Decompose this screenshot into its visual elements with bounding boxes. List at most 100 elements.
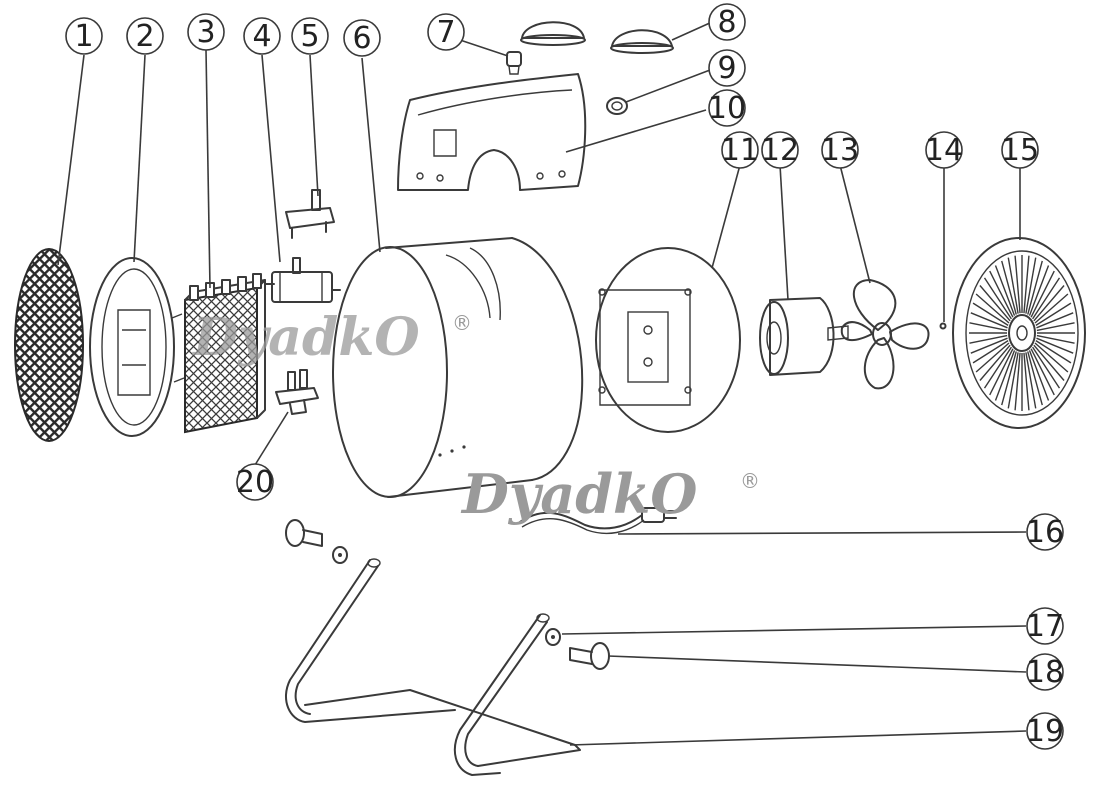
callout-13: 13	[821, 131, 859, 169]
watermark-lower: DyadkO ®	[460, 462, 760, 526]
part-16-power-cord	[519, 507, 677, 535]
guard-spoke	[1014, 255, 1021, 314]
callout-number: 12	[761, 133, 799, 168]
callout-circle	[708, 49, 746, 87]
callout-number: 11	[721, 133, 759, 168]
guard-spoke	[970, 337, 1008, 354]
part-3-heating-element	[184, 273, 266, 434]
callout-9: 9	[708, 49, 746, 87]
callout-16: 16	[1026, 513, 1064, 551]
guard-spoke	[1033, 344, 1065, 381]
guard-spoke	[1032, 277, 1061, 320]
callout-circle	[343, 19, 381, 57]
guard-spoke	[1028, 265, 1050, 316]
callout-number: 9	[717, 51, 736, 86]
callout-circle	[1001, 131, 1039, 169]
callout-circle	[1026, 653, 1064, 691]
part-13-fan-blade	[840, 279, 930, 390]
watermark-text: DyadkO	[460, 462, 697, 526]
guard-spoke	[1025, 257, 1037, 314]
callout-1: 1	[65, 17, 103, 55]
guard-spoke	[994, 350, 1016, 401]
callout-7: 7	[427, 13, 465, 51]
callout-number: 13	[821, 133, 859, 168]
callout-8: 8	[708, 3, 746, 41]
guard-spoke	[975, 342, 1010, 373]
guard-spoke	[1033, 285, 1065, 322]
callout-circle	[925, 131, 963, 169]
callout-circle	[761, 131, 799, 169]
callout-number: 1	[74, 19, 93, 54]
callout-circle	[236, 463, 274, 501]
guard-spoke	[1023, 352, 1030, 411]
callout-circle	[291, 17, 329, 55]
callout-circle	[1026, 513, 1064, 551]
callout-circle	[1026, 607, 1064, 645]
guard-spoke	[975, 293, 1010, 324]
part-14-clip	[939, 322, 947, 330]
callout-number: 3	[196, 15, 215, 50]
callout-number: 20	[236, 465, 274, 500]
guard-spoke	[1030, 270, 1055, 318]
callout-10: 10	[708, 89, 746, 127]
callout-circle	[708, 3, 746, 41]
part-18-knob-bolts	[285, 519, 610, 670]
callout-5: 5	[291, 17, 329, 55]
callout-number: 18	[1026, 655, 1064, 690]
callout-number: 2	[135, 19, 154, 54]
guard-spoke	[1036, 337, 1074, 354]
callout-3: 3	[187, 13, 225, 51]
callout-circle	[187, 13, 225, 51]
watermark-text: DyadkO	[191, 307, 420, 368]
part-1-front-grille	[14, 248, 84, 442]
callout-number: 19	[1026, 714, 1064, 749]
callout-15: 15	[1001, 131, 1039, 169]
part-10-top-cover	[397, 73, 587, 191]
guard-spoke	[1001, 260, 1017, 315]
callout-circle	[821, 131, 859, 169]
callout-number: 14	[925, 133, 963, 168]
callout-number: 7	[436, 15, 455, 50]
guard-spoke	[1027, 260, 1043, 315]
guard-spoke	[970, 312, 1008, 329]
callout-number: 5	[300, 19, 319, 54]
guard-spoke	[1034, 293, 1069, 324]
part-19-stand	[285, 558, 581, 776]
guard-spoke	[1007, 257, 1019, 314]
callout-number: 17	[1026, 609, 1064, 644]
callout-18: 18	[1026, 653, 1064, 691]
guard-spoke	[972, 302, 1009, 326]
part-12-motor	[759, 297, 849, 376]
guard-spoke	[989, 348, 1014, 396]
guard-spoke	[1036, 312, 1074, 329]
part-15-rear-guard	[952, 237, 1086, 429]
callout-number: 8	[717, 5, 736, 40]
part-9-nut	[606, 97, 628, 115]
callout-number: 16	[1026, 515, 1064, 550]
guard-spoke	[979, 285, 1011, 322]
guard-spoke	[1032, 346, 1061, 389]
guard-spoke	[1023, 255, 1030, 314]
guard-spoke	[1025, 352, 1037, 409]
callout-6: 6	[343, 19, 381, 57]
part-6-main-body	[332, 237, 584, 498]
part-7-knob	[506, 51, 522, 75]
callout-circle	[427, 13, 465, 51]
callout-number: 6	[352, 21, 371, 56]
guard-spoke	[969, 322, 1008, 332]
guard-spoke	[1035, 302, 1072, 326]
part-17-washers	[332, 546, 561, 646]
callout-circle	[721, 131, 759, 169]
guard-spoke	[1035, 340, 1072, 364]
guard-spoke	[1027, 351, 1043, 406]
callout-12: 12	[761, 131, 799, 169]
callout-2: 2	[126, 17, 164, 55]
callout-14: 14	[925, 131, 963, 169]
guard-spoke	[969, 334, 1008, 344]
guard-spoke	[983, 346, 1012, 389]
part-2-front-ring	[89, 257, 185, 437]
guard-spoke	[979, 344, 1011, 381]
callout-11: 11	[721, 131, 759, 169]
